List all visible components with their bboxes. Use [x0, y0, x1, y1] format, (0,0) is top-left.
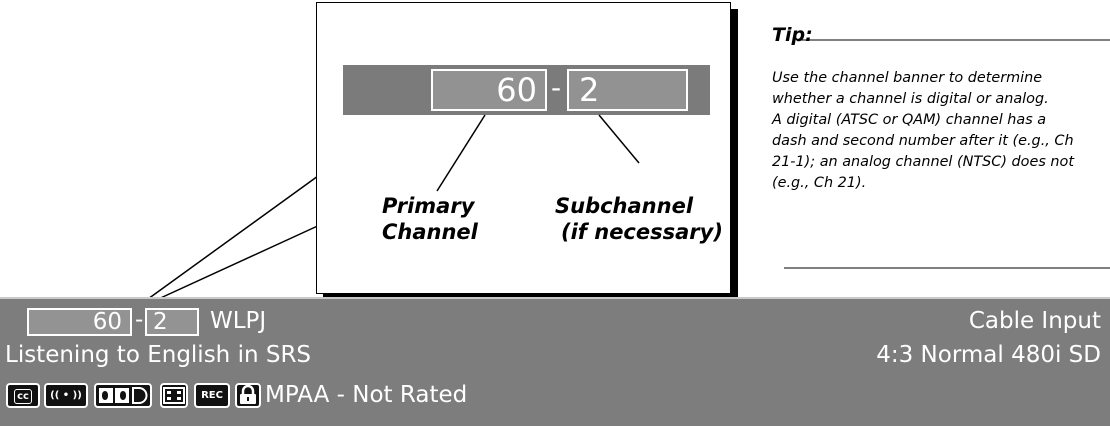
- video-format: 4:3 Normal 480i SD: [876, 342, 1101, 368]
- primary-channel-label: Primary Channel: [382, 194, 478, 244]
- banner-divider: [0, 297, 1110, 299]
- channel-dash: -: [135, 307, 144, 333]
- srs-audio-icon: (( • )): [44, 383, 88, 408]
- zoomed-primary-channel: 60: [431, 69, 547, 111]
- tip-body: Use the channel banner to determine whet…: [772, 70, 1074, 191]
- dolby-digital-icon: [94, 383, 152, 408]
- channel-banner: 60 - 2 WLPJ Cable Input Listening to Eng…: [0, 297, 1110, 426]
- zoomed-channel-bar: 60 - 2: [343, 65, 710, 115]
- aspect-ratio-icon: [160, 383, 188, 408]
- record-icon: REC: [194, 383, 230, 408]
- primary-channel-box: 60: [27, 308, 132, 336]
- subchannel-label: Subchannel (if necessary): [555, 194, 723, 244]
- zoomed-subchannel: 2: [567, 69, 688, 111]
- zoomed-dash: -: [551, 71, 562, 104]
- zoom-callout: 60 - 2 Primary Channel Subchannel (if ne…: [316, 2, 731, 294]
- closed-caption-icon: cc: [6, 383, 40, 408]
- content-rating: MPAA - Not Rated: [265, 382, 468, 408]
- tip-title: Tip:: [772, 24, 813, 46]
- pointer-lines: [436, 114, 640, 192]
- lock-icon: [235, 383, 261, 408]
- station-name: WLPJ: [210, 308, 267, 334]
- audio-status: Listening to English in SRS: [5, 342, 312, 368]
- input-source: Cable Input: [968, 308, 1101, 334]
- subchannel-box: 2: [145, 308, 199, 336]
